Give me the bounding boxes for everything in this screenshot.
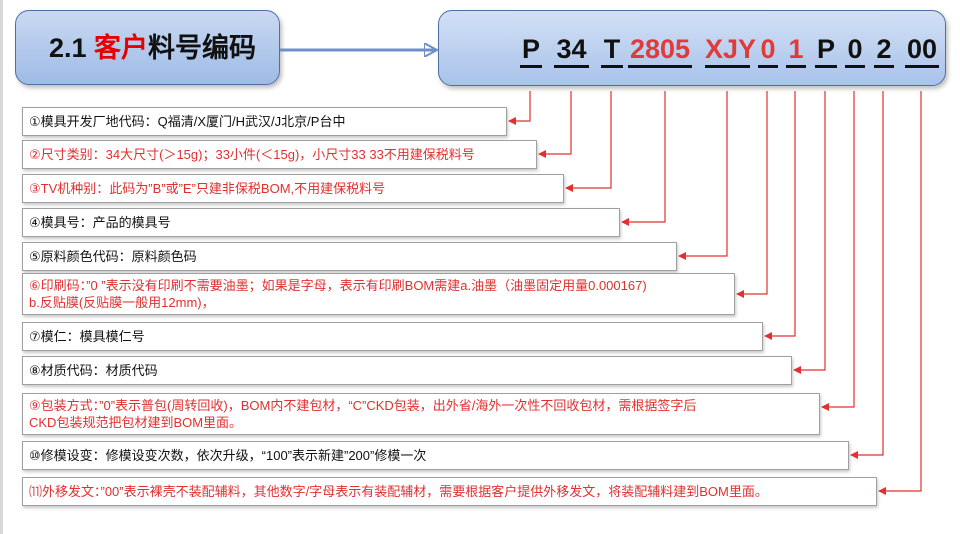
row-5-text: ⑤原料颜色代码：原料颜色码 (29, 249, 197, 264)
row-6-line-2: b.反贴膜(反贴膜一般用12mm)， (29, 295, 215, 310)
row-3-text: ③TV机种别：此码为”B”或”E”只建非保税BOM,不用建保税料号 (29, 181, 386, 196)
row-2-text: ②尺寸类别：34大尺寸(＞15g)；33小件(＜15g)，小尺寸33 33不用建… (29, 147, 475, 162)
connector-4 (621, 91, 666, 226)
row-1: ①模具开发厂地代码：Q福清/X厦门/H武汉/J北京/P台中 (22, 107, 507, 136)
connector-11 (878, 91, 922, 495)
row-9: ⑨包装方式：”0”表示普包(周转回收)，BOM内不建包材，“C”CKD包装，出外… (22, 393, 820, 435)
row-8: ⑧材质代码：材质代码 (22, 356, 792, 385)
code-segment-11: 00 (905, 33, 939, 68)
code-segment-8: P (815, 33, 837, 68)
row-10: ⑩修模设变：修模设变次数，依次升级，“100”表示新建”200”修模一次 (22, 441, 849, 470)
row-2: ②尺寸类别：34大尺寸(＞15g)；33小件(＜15g)，小尺寸33 33不用建… (22, 140, 537, 169)
connector-7 (764, 91, 796, 340)
row-11-text: ⑾外移发文：”00”表示裸壳不装配辅料，其他数字/字母表示有装配辅材，需要根据客… (29, 484, 768, 499)
title-box: 2.1 客户料号编码 (15, 10, 280, 85)
page-edge (0, 0, 3, 534)
row-7-text: ⑦模仁：模具模仁号 (29, 329, 145, 344)
code-segment-9: 0 (845, 33, 865, 68)
code-segment-1: P (520, 33, 542, 68)
connector-1 (508, 91, 531, 125)
row-4: ④模具号：产品的模具号 (22, 208, 620, 237)
row-1-text: ①模具开发厂地代码：Q福清/X厦门/H武汉/J北京/P台中 (29, 114, 346, 129)
connector-2 (538, 91, 572, 158)
connector-8 (793, 91, 826, 374)
code-segment-10: 2 (874, 33, 894, 68)
code-segment-5: XJY (705, 33, 756, 68)
row-9-line-2: CKD包装规范把包材建到BOM里面。 (29, 415, 243, 430)
connector-10 (850, 91, 884, 459)
row-8-text: ⑧材质代码：材质代码 (29, 363, 158, 378)
connector-5 (678, 91, 728, 260)
code-segment-6: 0 (758, 33, 778, 68)
row-10-text: ⑩修模设变：修模设变次数，依次升级，“100”表示新建”200”修模一次 (29, 448, 427, 463)
row-7: ⑦模仁：模具模仁号 (22, 322, 763, 351)
row-11: ⑾外移发文：”00”表示裸壳不装配辅料，其他数字/字母表示有装配辅材，需要根据客… (22, 477, 877, 506)
row-3: ③TV机种别：此码为”B”或”E”只建非保税BOM,不用建保税料号 (22, 174, 564, 203)
code-segment-2: 34 (554, 33, 589, 68)
code-segment-3: T (601, 33, 623, 68)
row-6-line-1: ⑥印刷码：”0 ”表示没有印刷不需要油墨；如果是字母，表示有印刷BOM需建a.油… (29, 278, 647, 293)
code-segment-4: 2805 (628, 33, 692, 68)
row-9-line-1: ⑨包装方式：”0”表示普包(周转回收)，BOM内不建包材，“C”CKD包装，出外… (29, 398, 697, 413)
connector-9 (821, 91, 855, 411)
title-number: 2.1 (49, 33, 95, 63)
code-segment-7: 1 (786, 33, 806, 68)
row-5: ⑤原料颜色代码：原料颜色码 (22, 242, 677, 271)
title-highlight: 客户 (94, 33, 149, 63)
row-6: ⑥印刷码：”0 ”表示没有印刷不需要油墨；如果是字母，表示有印刷BOM需建a.油… (22, 273, 735, 315)
title-rest: 料号编码 (148, 33, 257, 63)
code-box: P 34 T 2805 XJY 0 1 P 0 2 00 (438, 10, 946, 86)
row-4-text: ④模具号：产品的模具号 (29, 215, 171, 230)
connector-6 (736, 91, 768, 298)
connector-3 (565, 91, 612, 192)
